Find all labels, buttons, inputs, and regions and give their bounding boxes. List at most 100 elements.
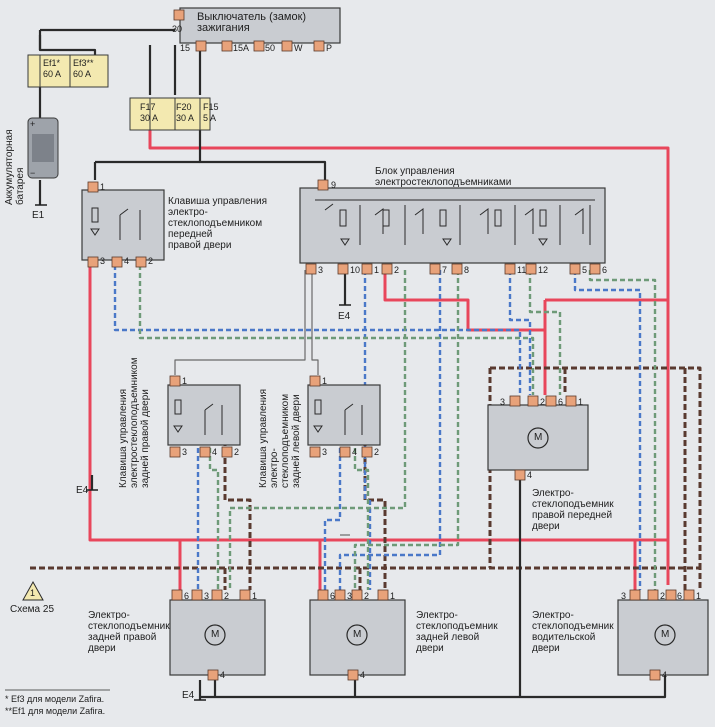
- black-wires: [38, 28, 667, 700]
- fr-switch-pin-4: 4: [124, 256, 130, 266]
- svg-text:+: +: [30, 119, 35, 129]
- fr-switch-pin-1: 1: [100, 182, 106, 192]
- motor-rear-left-label: Электро- стеклоподъемник задней левой дв…: [416, 610, 498, 654]
- switch-front-right-label: Клавиша управления электро- стеклоподъем…: [168, 196, 268, 251]
- ground-e4-left-label: E4: [76, 485, 89, 496]
- cu-pin-3: 3: [318, 265, 324, 275]
- scheme-reference-triangle: [22, 580, 44, 601]
- motor-rl-pin-1: 1: [390, 591, 396, 601]
- motor-rr-pin-6: 6: [184, 591, 190, 601]
- motor-fr-pin-3: 3: [500, 397, 506, 407]
- switch-front-right: [81, 181, 165, 268]
- ground-symbols: [35, 204, 351, 701]
- ground-e4-cu-label: E4: [338, 311, 351, 322]
- motor-front-right-label: Электро- стеклоподъемник правой передней…: [532, 488, 614, 532]
- motor-driver: [617, 589, 709, 681]
- motor-dr-pin-6: 6: [677, 591, 683, 601]
- fuse-block-secondary: [129, 97, 211, 131]
- cu-pin-9: 9: [331, 180, 337, 190]
- control-unit-bottom-terminals: [305, 263, 601, 275]
- ignition-terminals: [195, 40, 325, 52]
- ignition-switch-label: Выключатель (замок) зажигания: [197, 11, 307, 34]
- wires: [30, 28, 702, 700]
- switch-rear-right: [167, 375, 241, 458]
- fuse-f17-label: F17 30 A: [140, 102, 159, 123]
- ignition-switch: [173, 7, 341, 52]
- motor-rr-pin-3: 3: [204, 591, 210, 601]
- rr-switch-pin-1: 1: [182, 376, 188, 386]
- green-wires: [138, 265, 657, 590]
- blue-wires: [113, 265, 642, 590]
- ignition-terminal-15: 15: [180, 43, 191, 53]
- cu-pin-5: 5: [582, 265, 588, 275]
- battery-label: Аккумуляторная батарея: [4, 129, 26, 205]
- motor-rl-symbol: M: [353, 629, 362, 640]
- cu-pin-8: 8: [464, 265, 470, 275]
- motor-rear-left: [309, 589, 406, 681]
- rl-switch-pin-4: 4: [352, 447, 358, 457]
- cu-pin-10: 10: [350, 265, 361, 275]
- fr-switch-pin-2: 2: [148, 256, 154, 266]
- ground-e4-bottom-label: E4: [182, 690, 195, 701]
- switch-rear-left-label: Клавиша управления электро- стеклоподъем…: [258, 388, 302, 488]
- motor-dr-pin-3: 3: [621, 591, 627, 601]
- ignition-terminal-15a: 15A: [233, 43, 250, 53]
- motor-front-right: [487, 395, 589, 481]
- scheme-reference-label: Схема 25: [10, 604, 55, 615]
- motor-rl-pin-3: 3: [347, 591, 353, 601]
- fuse-f20-label: F20 30 A: [176, 102, 195, 123]
- ground-e1-label: E1: [32, 210, 45, 221]
- motor-rl-pin-2: 2: [364, 591, 370, 601]
- svg-text:−: −: [30, 168, 35, 178]
- ignition-terminal-p: P: [326, 43, 333, 53]
- grey-wires: [174, 270, 350, 536]
- switch-rear-right-label: Клавиша управления электростеклоподъемни…: [118, 357, 151, 488]
- motor-fr-symbol: M: [534, 432, 543, 443]
- window-control-unit: [299, 179, 606, 275]
- rr-switch-pin-3: 3: [182, 447, 188, 457]
- motor-fr-pin-4: 4: [527, 470, 533, 480]
- rl-switch-pin-2: 2: [374, 447, 380, 457]
- scheme-reference-number: 1: [30, 588, 36, 598]
- switch-rear-left: [307, 375, 381, 458]
- rr-switch-pin-2: 2: [234, 447, 240, 457]
- motor-driver-label: Электро- стеклоподъемник водительской дв…: [532, 610, 614, 654]
- motor-rr-pin-1: 1: [252, 591, 258, 601]
- motor-rl-pin-4: 4: [360, 670, 366, 680]
- fuse-block-main: [27, 54, 109, 88]
- fuse-ef1-label: Ef1* 60 A: [43, 58, 62, 79]
- cu-pin-2: 2: [394, 265, 400, 275]
- ignition-terminal-50: 50: [265, 43, 276, 53]
- cu-pin-1: 1: [374, 265, 380, 275]
- ignition-terminal-w: W: [294, 43, 303, 53]
- motor-fr-pin-1: 1: [578, 397, 584, 407]
- footnote-1: * Ef3 для модели Zafira.: [5, 694, 105, 704]
- motor-rear-right: [169, 589, 266, 681]
- cu-pin-12: 12: [538, 265, 549, 275]
- motor-rr-symbol: M: [211, 629, 220, 640]
- motor-fr-pin-2: 2: [540, 397, 546, 407]
- fuse-f15-label: F15 5 A: [203, 102, 219, 123]
- cu-pin-11: 11: [517, 265, 527, 275]
- control-unit-circuits: [315, 199, 595, 246]
- motor-rr-pin-2: 2: [224, 591, 230, 601]
- battery: + −: [27, 117, 59, 179]
- motor-dr-pin-1: 1: [696, 591, 702, 601]
- motor-dr-pin-4: 4: [662, 670, 668, 680]
- motor-dr-symbol: M: [661, 629, 670, 640]
- rl-switch-pin-3: 3: [322, 447, 328, 457]
- rr-switch-pin-4: 4: [212, 447, 218, 457]
- fr-switch-pin-3: 3: [100, 256, 106, 266]
- ignition-terminal-30: 30: [172, 24, 183, 34]
- fuse-ef3-label: Ef3** 60 A: [73, 58, 94, 79]
- control-unit-label: Блок управления электростеклоподъемникам…: [375, 166, 512, 188]
- motor-rl-pin-6: 6: [330, 591, 336, 601]
- footnote-2: **Ef1 для модели Zafira.: [5, 706, 106, 716]
- motor-rr-pin-4: 4: [220, 670, 226, 680]
- rl-switch-pin-1: 1: [322, 376, 328, 386]
- cu-pin-6: 6: [602, 265, 608, 275]
- cu-pin-7: 7: [442, 265, 448, 275]
- motor-dr-pin-2: 2: [660, 591, 666, 601]
- motor-rear-right-label: Электро- стеклоподъемник задней правой д…: [88, 610, 170, 654]
